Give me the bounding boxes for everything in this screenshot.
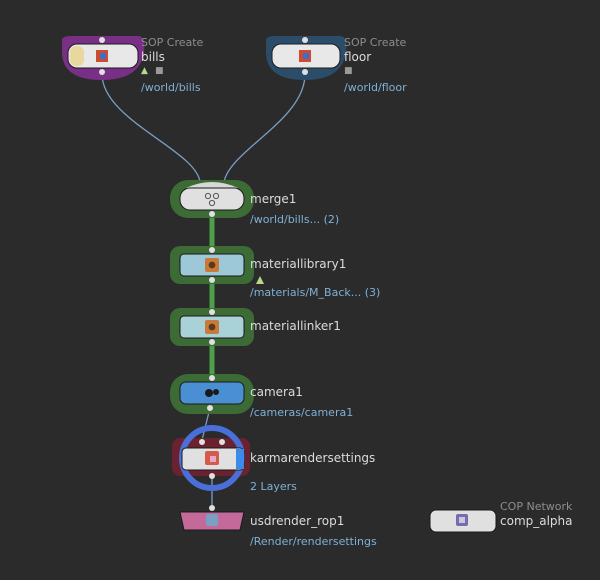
bills-type-label: SOP Create bbox=[141, 36, 204, 49]
bills-path: /world/bills bbox=[141, 81, 201, 94]
karmarendersettings-output-port[interactable] bbox=[209, 473, 215, 479]
camera-icon-part bbox=[213, 389, 219, 395]
lock-icon: ■ bbox=[155, 66, 164, 76]
camera1-input-port[interactable] bbox=[209, 375, 215, 381]
floor-output-port[interactable] bbox=[302, 69, 308, 75]
node-floor[interactable] bbox=[266, 36, 347, 80]
camera1-path: /cameras/camera1 bbox=[250, 406, 354, 419]
sop-create-icon-accent bbox=[100, 53, 106, 59]
karmarendersettings-input-port-left[interactable] bbox=[199, 439, 205, 445]
materiallibrary1-output-port[interactable] bbox=[209, 277, 215, 283]
karmarendersettings-input-port-right[interactable] bbox=[219, 439, 225, 445]
node-usdrender_rop1[interactable] bbox=[179, 505, 245, 531]
lock-icon: ■ bbox=[344, 66, 353, 76]
materiallinker1-node-name[interactable]: materiallinker1 bbox=[250, 319, 341, 333]
camera-icon bbox=[205, 389, 213, 397]
rop-icon bbox=[206, 514, 218, 526]
camera1-node-name[interactable]: camera1 bbox=[250, 385, 303, 399]
corner-text: ... bbox=[586, 0, 596, 3]
bills-input-port[interactable] bbox=[99, 37, 105, 43]
cop-network-icon-accent bbox=[459, 517, 465, 523]
node-merge1[interactable] bbox=[170, 180, 254, 218]
floor-input-port[interactable] bbox=[302, 37, 308, 43]
merge1-node-body[interactable] bbox=[179, 187, 245, 211]
usdrender_rop1-input-port[interactable] bbox=[209, 505, 215, 511]
merge1-path: /world/bills... (2) bbox=[250, 213, 340, 226]
render-settings-icon-accent bbox=[210, 456, 216, 462]
materiallinker1-input-port[interactable] bbox=[209, 309, 215, 315]
node-materiallibrary1[interactable] bbox=[170, 246, 264, 284]
node-camera1[interactable] bbox=[170, 374, 254, 414]
material-library-icon-center bbox=[208, 261, 216, 269]
karmarendersettings-node-name[interactable]: karmarendersettings bbox=[250, 451, 376, 465]
wire-floor-merge1 bbox=[223, 73, 306, 183]
warning-icon bbox=[256, 276, 264, 284]
comp_alpha-node-name[interactable]: comp_alpha bbox=[500, 514, 573, 528]
wire-bills-merge1 bbox=[101, 73, 201, 183]
comp_alpha-type-label: COP Network bbox=[500, 500, 573, 513]
usdrender_rop1-node-name[interactable]: usdrender_rop1 bbox=[250, 514, 345, 528]
materiallibrary1-path: /materials/M_Back... (3) bbox=[250, 286, 381, 299]
merge1-output-port[interactable] bbox=[209, 211, 215, 217]
warning-icon: ▲ bbox=[141, 66, 148, 76]
bills-output-port[interactable] bbox=[99, 69, 105, 75]
materiallinker1-output-port[interactable] bbox=[209, 339, 215, 345]
node-karmarendersettings[interactable] bbox=[172, 425, 250, 491]
merge-icon bbox=[204, 192, 212, 200]
node-bills[interactable] bbox=[62, 36, 145, 80]
material-linker-icon-center bbox=[208, 323, 216, 331]
materiallibrary1-input-port[interactable] bbox=[209, 247, 215, 253]
merge-icon-part bbox=[212, 192, 220, 200]
usdrender_rop1-path: /Render/rendersettings bbox=[250, 535, 377, 548]
materiallibrary1-node-name[interactable]: materiallibrary1 bbox=[250, 257, 347, 271]
sop-create-icon-accent bbox=[303, 53, 309, 59]
merge-icon-part bbox=[208, 199, 216, 207]
bills-node-name[interactable]: bills bbox=[141, 50, 165, 64]
karmarendersettings-layers: 2 Layers bbox=[250, 480, 297, 493]
floor-path: /world/floor bbox=[344, 81, 407, 94]
merge1-node-name[interactable]: merge1 bbox=[250, 192, 297, 206]
karmarendersettings-display-flag[interactable] bbox=[236, 449, 244, 469]
node-comp_alpha[interactable] bbox=[429, 509, 497, 533]
floor-node-name[interactable]: floor bbox=[344, 50, 372, 64]
node-materiallinker1[interactable] bbox=[170, 308, 254, 346]
bills-flag-strip bbox=[70, 46, 84, 66]
camera1-output-port[interactable] bbox=[207, 405, 213, 411]
floor-type-label: SOP Create bbox=[344, 36, 407, 49]
